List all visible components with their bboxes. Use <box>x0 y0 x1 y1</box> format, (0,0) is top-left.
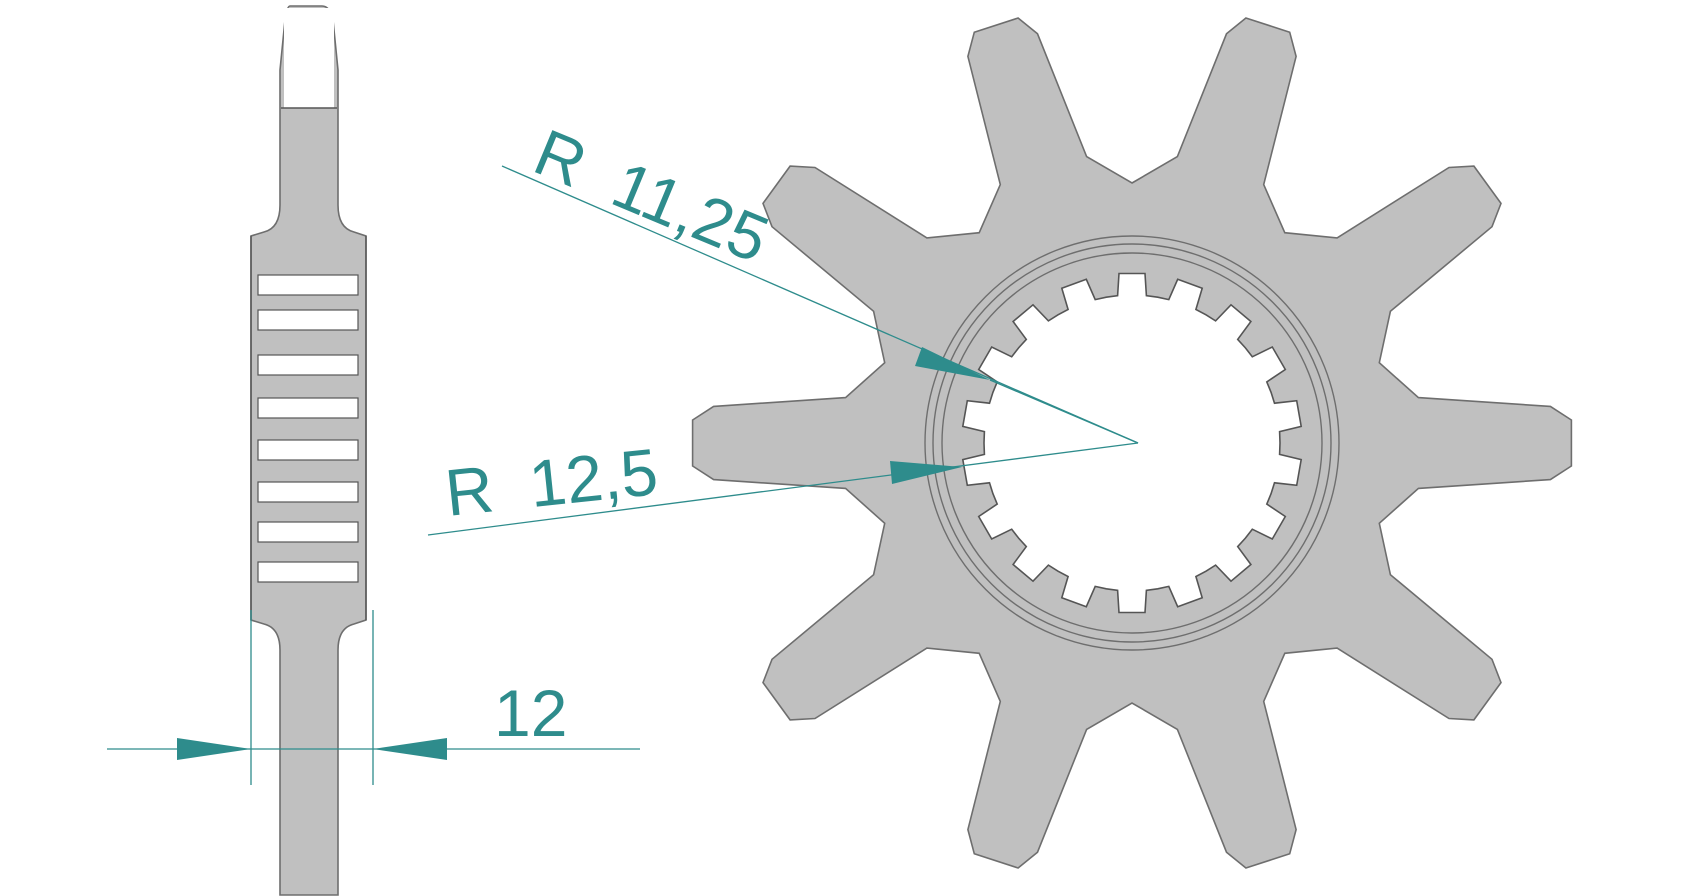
hub-ring-outer <box>924 235 1340 651</box>
side-view-spline-band <box>257 354 359 376</box>
side-view-spline-band <box>257 439 359 461</box>
leader-return-r11 <box>989 379 1139 444</box>
dimension-thickness <box>107 610 640 785</box>
side-view-spline-band <box>257 274 359 296</box>
spline-bore <box>961 272 1303 614</box>
side-view-spline-band <box>257 561 359 583</box>
side-view-tooth-tip-highlight <box>284 8 334 108</box>
label-radius-11-25: R 11,25 <box>525 115 779 277</box>
leader-line-r11 <box>501 165 1139 444</box>
hub-ring-inner <box>941 252 1323 634</box>
arrow-head-r11 <box>915 347 990 380</box>
label-radius-12-5: R 12,5 <box>442 434 661 530</box>
leader-line-r12 <box>427 442 1139 536</box>
label-thickness-12: 12 <box>494 676 567 750</box>
dimension-radius-11-25 <box>501 165 1139 444</box>
hub-ring-middle <box>932 243 1332 643</box>
arrow-head-right <box>373 738 447 760</box>
sprocket-front-view <box>691 17 1573 869</box>
arrow-head-r12 <box>890 461 962 484</box>
side-view-spline-band <box>257 397 359 419</box>
side-view-spline-band <box>257 309 359 331</box>
side-view-spline-band <box>257 521 359 543</box>
side-view-spline-bands <box>257 274 359 583</box>
sprocket-side-view <box>250 5 367 896</box>
arrow-head-left <box>177 738 251 760</box>
dimension-radius-12-5 <box>427 442 1139 536</box>
side-view-spline-band <box>257 481 359 503</box>
